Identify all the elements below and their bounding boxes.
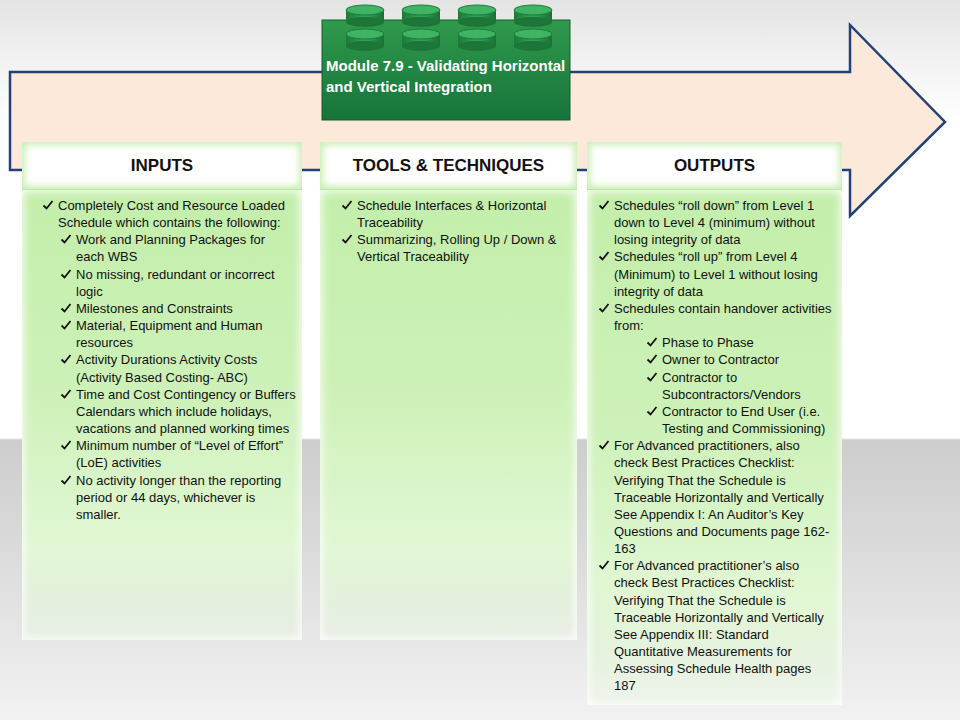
check-mark <box>60 319 72 331</box>
checklist-text: Owner to Contractor <box>662 352 779 367</box>
checklist-item: Contractor to End User (i.e. Testing and… <box>587 403 836 437</box>
checklist-text: No activity longer than the reporting pe… <box>76 473 281 522</box>
check-mark <box>60 474 72 486</box>
checklist-item: Completely Cost and Resource Loaded Sche… <box>22 197 296 231</box>
checklist-text: Schedules “roll down” from Level 1 down … <box>614 198 815 247</box>
checklist-text: For Advanced practitioners, also check B… <box>614 438 829 556</box>
checklist-item: Schedule Interfaces & Horizontal Traceab… <box>320 197 571 231</box>
checklist-text: Phase to Phase <box>662 335 754 350</box>
check-mark <box>598 250 610 262</box>
checklist-item: Contractor to Subcontractors/Vendors <box>587 369 836 403</box>
checklist-item: Milestones and Constraints <box>22 300 296 317</box>
process-panel: OUTPUTS Schedules “roll down” from Level … <box>587 142 842 705</box>
checklist-text: Schedules “roll up” from Level 4 (Minimu… <box>614 249 818 298</box>
check-mark <box>646 371 658 383</box>
checklist-text: No missing, redundant or incorrect logic <box>76 267 275 299</box>
checklist-item: Time and Cost Contingency or Buffers Cal… <box>22 386 296 437</box>
module-title-brick: Module 7.9 - Validating Horizontal and V… <box>326 55 566 97</box>
checklist-text: For Advanced practitioner’s also check B… <box>614 558 824 693</box>
checklist-item: Minimum number of “Level of Effort” (LoE… <box>22 437 296 471</box>
checklist-text: Contractor to End User (i.e. Testing and… <box>662 404 825 436</box>
panel-header: INPUTS <box>22 142 302 190</box>
checklist-item: Schedules “roll up” from Level 4 (Minimu… <box>587 248 836 299</box>
checklist-text: Schedules contain handover activities fr… <box>614 301 832 333</box>
checklist-text: Material, Equipment and Human resources <box>76 318 262 350</box>
checklist-item: No activity longer than the reporting pe… <box>22 472 296 523</box>
check-mark <box>60 388 72 400</box>
panel-heading: OUTPUTS <box>674 156 755 176</box>
checklist-text: Milestones and Constraints <box>76 301 233 316</box>
check-mark <box>598 439 610 451</box>
check-mark <box>598 199 610 211</box>
panel-body: Schedule Interfaces & Horizontal Traceab… <box>320 190 577 640</box>
check-mark <box>598 302 610 314</box>
check-mark <box>341 233 353 245</box>
process-panel: INPUTS Completely Cost and Resource Loade… <box>22 142 302 640</box>
check-mark <box>598 559 610 571</box>
checklist-item: Schedules contain handover activities fr… <box>587 300 836 334</box>
checklist-text: Summarizing, Rolling Up / Down & Vertica… <box>357 232 556 264</box>
check-mark <box>646 353 658 365</box>
check-mark <box>60 302 72 314</box>
checklist-text: Minimum number of “Level of Effort” (LoE… <box>76 438 283 470</box>
checklist-item: Summarizing, Rolling Up / Down & Vertica… <box>320 231 571 265</box>
panel-header: OUTPUTS <box>587 142 842 190</box>
panel-heading: INPUTS <box>131 156 193 176</box>
panel-heading: TOOLS & TECHNIQUES <box>353 156 544 176</box>
checklist-item: Phase to Phase <box>587 334 836 351</box>
checklist-item: Schedules “roll down” from Level 1 down … <box>587 197 836 248</box>
panel-body: Schedules “roll down” from Level 1 down … <box>587 190 842 705</box>
panel-body: Completely Cost and Resource Loaded Sche… <box>22 190 302 640</box>
check-mark <box>341 199 353 211</box>
brick-studs <box>346 5 552 51</box>
checklist-item: Work and Planning Packages for each WBS <box>22 231 296 265</box>
checklist-text: Work and Planning Packages for each WBS <box>76 232 265 264</box>
panel-header: TOOLS & TECHNIQUES <box>320 142 577 190</box>
checklist-text: Time and Cost Contingency or Buffers Cal… <box>76 387 296 436</box>
checklist-item: No missing, redundant or incorrect logic <box>22 266 296 300</box>
process-panel: TOOLS & TECHNIQUES Schedule Interfaces & … <box>320 142 577 640</box>
check-mark <box>60 353 72 365</box>
check-mark <box>60 439 72 451</box>
check-mark <box>60 233 72 245</box>
checklist-item: For Advanced practitioners, also check B… <box>587 437 836 557</box>
module-title: Module 7.9 - Validating Horizontal and V… <box>326 55 566 97</box>
checklist-item: Owner to Contractor <box>587 351 836 368</box>
checklist-text: Activity Durations Activity Costs (Activ… <box>76 352 257 384</box>
check-mark <box>646 405 658 417</box>
check-mark <box>60 268 72 280</box>
checklist-text: Contractor to Subcontractors/Vendors <box>662 370 801 402</box>
checklist-item: Activity Durations Activity Costs (Activ… <box>22 351 296 385</box>
checklist-text: Completely Cost and Resource Loaded Sche… <box>58 198 285 230</box>
check-mark <box>42 199 54 211</box>
checklist-item: Material, Equipment and Human resources <box>22 317 296 351</box>
lego-brick <box>322 20 570 120</box>
checklist-text: Schedule Interfaces & Horizontal Traceab… <box>357 198 546 230</box>
checklist-item: For Advanced practitioner’s also check B… <box>587 557 836 694</box>
check-mark <box>646 336 658 348</box>
